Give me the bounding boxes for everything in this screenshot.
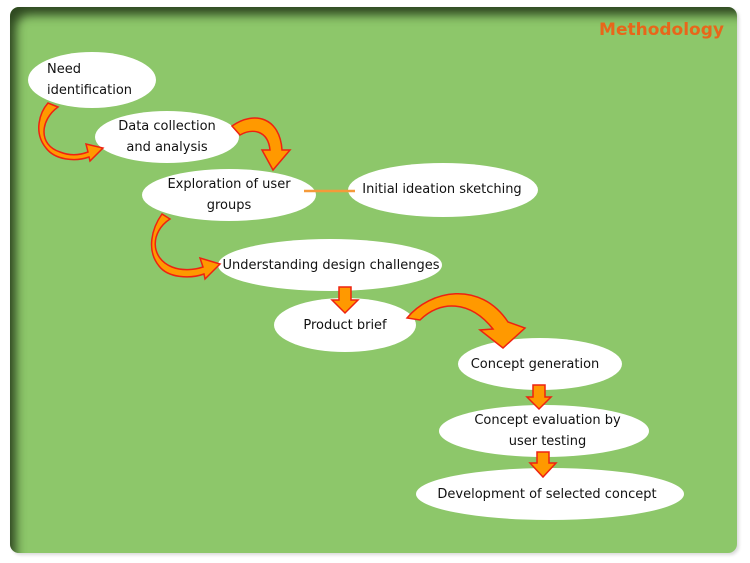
node-ideation-shape — [348, 163, 538, 217]
node-data-shape — [95, 111, 239, 163]
node-understand-label: Understanding design challenges — [222, 257, 440, 273]
node-development-label: Development of selected concept — [437, 486, 657, 502]
node-ideation-label: Initial ideation sketching — [362, 181, 522, 197]
arrow-need-to-data — [38, 102, 105, 163]
node-explore-label: Exploration of user groups — [167, 177, 291, 213]
diagram-title: Methodology — [599, 20, 724, 40]
node-understand-shape — [218, 239, 442, 291]
node-need-label: Need identification — [47, 62, 133, 98]
arrow-understand-to-brief — [330, 286, 360, 315]
arrow-concept-to-evaluation — [525, 384, 553, 411]
node-need-shape — [28, 52, 156, 108]
arrow-data-to-explore — [230, 117, 292, 172]
node-evaluation-shape — [439, 405, 649, 457]
node-development-shape — [416, 468, 684, 520]
node-brief-label: Product brief — [303, 317, 387, 333]
node-data-label: Data collection and analysis — [118, 119, 216, 155]
arrow-evaluation-to-development — [528, 451, 558, 479]
node-evaluation-label: Concept evaluation by user testing — [474, 413, 621, 449]
node-explore-shape — [142, 169, 316, 221]
arrow-brief-to-concept — [405, 293, 527, 349]
arrow-explore-to-understand — [150, 212, 222, 281]
node-concept-label: Concept generation — [470, 356, 600, 372]
node-concept-shape — [458, 338, 622, 390]
node-brief-shape — [274, 298, 416, 352]
